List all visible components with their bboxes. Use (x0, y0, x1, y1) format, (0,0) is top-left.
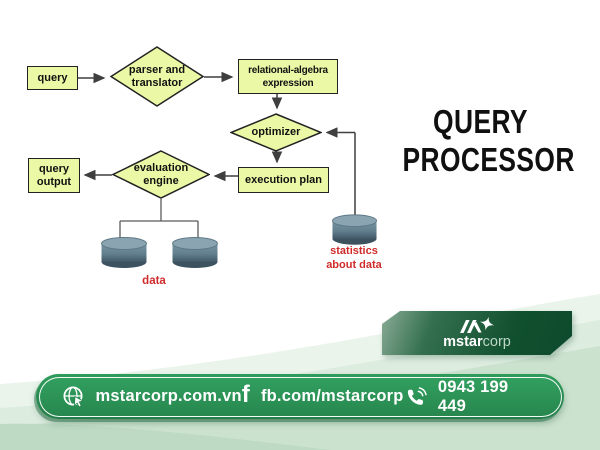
flow-connectors (78, 71, 356, 241)
node-queryout-line2: output (36, 175, 72, 188)
page-title: QUERY PROCESSOR (402, 103, 575, 179)
website-link[interactable]: mstarcorp.com.vn (62, 385, 242, 408)
node-execplan-label: execution plan (244, 173, 323, 186)
database-icon (172, 237, 218, 268)
evaluation-diamond-shape (112, 150, 210, 199)
statistics-label-line2: about data (326, 258, 382, 271)
node-queryout-line1: query (39, 162, 69, 175)
phone-link[interactable]: 0943 199 449 (404, 378, 539, 416)
node-execution-plan: execution plan (238, 167, 329, 193)
brand-badge: mstarcorp (382, 311, 572, 355)
data-label: data (142, 275, 166, 287)
footer-contact-inner: mstarcorp.com.vn f fb.com/mstarcorp 0943… (38, 376, 562, 417)
facebook-link[interactable]: f fb.com/mstarcorp (241, 380, 404, 409)
brand-wordmark: mstarcorp (443, 335, 511, 350)
node-query-output: query output (28, 158, 80, 193)
page-title-line2: PROCESSOR (402, 141, 575, 178)
footer-contact-bar: mstarcorp.com.vn f fb.com/mstarcorp 0943… (36, 374, 564, 419)
data-cylinder-right (171, 237, 219, 274)
brand-wordmark-bold: mstar (443, 334, 483, 350)
statistics-label-line1: statistics (330, 245, 378, 257)
page-title-line1: QUERY (433, 103, 528, 140)
database-icon (101, 237, 147, 268)
node-evaluation-line1: evaluation (133, 161, 189, 174)
node-query-label: query (37, 71, 68, 84)
query-processor-flowchart: query relational-algebra expression exec… (27, 46, 400, 287)
mstar-mountain-star-logo-icon (460, 316, 495, 333)
facebook-f-icon: f (241, 380, 250, 408)
node-parser-translator: parser and translator (110, 46, 204, 107)
statistics-cylinder (331, 214, 378, 251)
node-relalg-line2: expression (262, 77, 314, 89)
data-cylinder-left (100, 237, 148, 274)
node-parser-line2: translator (131, 76, 183, 89)
database-icon (331, 214, 378, 245)
phone-waves-icon (407, 386, 427, 405)
node-parser-line1: parser and (128, 63, 186, 76)
website-text: mstarcorp.com.vn (95, 387, 242, 405)
parser-diamond-shape (110, 46, 204, 107)
node-evaluation-engine: evaluation engine (112, 150, 210, 199)
brand-badge-shape: mstarcorp (382, 311, 572, 355)
node-optimizer-label: optimizer (251, 126, 301, 138)
node-query: query (27, 66, 78, 90)
facebook-text: fb.com/mstarcorp (260, 387, 404, 405)
optimizer-diamond-shape (230, 113, 322, 152)
brand-wordmark-light: corp (482, 334, 511, 350)
statistics-label: statistics about data (308, 245, 400, 272)
node-relational-algebra-expression: relational-algebra expression (238, 59, 338, 94)
node-relalg-line1: relational-algebra (248, 64, 328, 76)
node-evaluation-line2: engine (143, 174, 179, 187)
phone-text: 0943 199 449 (437, 377, 509, 415)
node-optimizer: optimizer (230, 113, 322, 152)
globe-cursor-icon (62, 386, 84, 408)
